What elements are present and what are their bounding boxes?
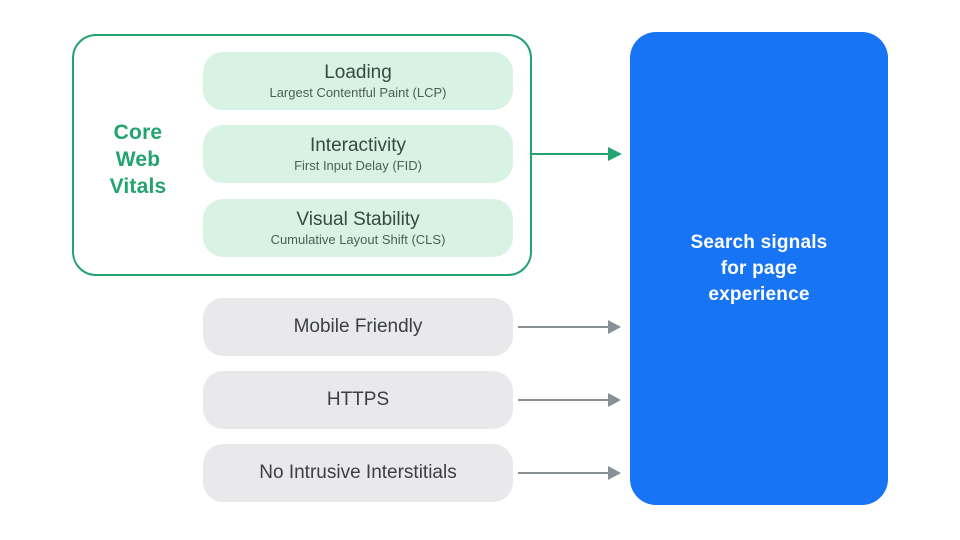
arrow-head xyxy=(608,393,621,407)
signal-pill-no-intrusive-interstitials: No Intrusive Interstitials xyxy=(203,444,513,502)
signal-pill-mobile-friendly: Mobile Friendly xyxy=(203,298,513,356)
metric-title: Loading xyxy=(324,61,392,83)
metric-pill-interactivity: Interactivity First Input Delay (FID) xyxy=(203,125,513,183)
signal-label: Mobile Friendly xyxy=(293,316,423,337)
metric-subtitle: Cumulative Layout Shift (CLS) xyxy=(270,231,446,247)
arrow-shaft xyxy=(532,153,608,155)
arrow-shaft xyxy=(518,326,608,328)
metric-title: Interactivity xyxy=(309,134,407,156)
metric-pill-loading: Loading Largest Contentful Paint (LCP) xyxy=(203,52,513,110)
search-signals-label: Search signals for page experience xyxy=(690,231,828,305)
signal-label: HTTPS xyxy=(326,389,390,410)
metric-subtitle: Largest Contentful Paint (LCP) xyxy=(269,84,447,100)
core-web-vitals-label: Core Web Vitals xyxy=(109,121,167,198)
signal-pill-https: HTTPS xyxy=(203,371,513,429)
signal-label: No Intrusive Interstitials xyxy=(259,462,457,483)
arrow-shaft xyxy=(518,472,608,474)
arrow-head xyxy=(608,320,621,334)
arrow-head xyxy=(608,147,622,161)
metric-title: Visual Stability xyxy=(296,208,420,230)
arrow-shaft xyxy=(518,399,608,401)
arrow-head xyxy=(608,466,621,480)
search-signals-result-box: Search signals for page experience xyxy=(630,32,888,505)
metric-pill-visual-stability: Visual Stability Cumulative Layout Shift… xyxy=(203,199,513,257)
metric-subtitle: First Input Delay (FID) xyxy=(294,157,422,173)
